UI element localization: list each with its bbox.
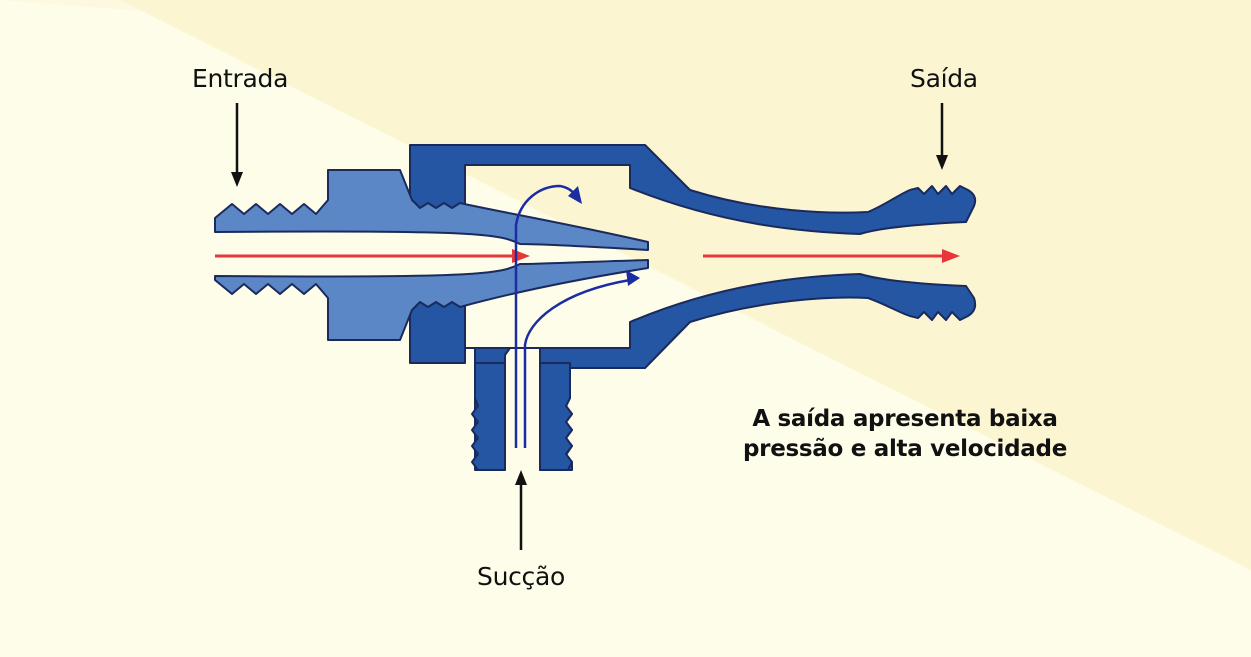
- suction-flow-arrowhead-top: [568, 186, 582, 204]
- nozzle-upper: [214, 169, 649, 251]
- suction-flow-line-right: [523, 278, 631, 448]
- suction-port-right-wall: [539, 362, 573, 471]
- suction-label: Sucção: [477, 562, 566, 591]
- inlet-pointer-arrowhead: [231, 172, 243, 187]
- outlet-note: A saída apresenta baixa pressão e alta v…: [735, 404, 1075, 464]
- suction-port-left-wall: [471, 362, 506, 471]
- inlet-flow-arrowhead: [512, 249, 530, 263]
- background-diagonal-band: [120, 0, 1251, 570]
- outlet-pointer-arrowhead: [936, 155, 948, 170]
- outlet-flow-arrowhead: [942, 249, 960, 263]
- inlet-label: Entrada: [192, 64, 289, 93]
- nozzle-lower: [214, 259, 649, 341]
- housing-upper-wall: [409, 144, 977, 235]
- outlet-note-line-1: A saída apresenta baixa: [752, 406, 1058, 432]
- suction-pointer-arrowhead: [515, 470, 527, 485]
- suction-flow-arrowhead-right: [626, 270, 640, 286]
- suction-flow-line-left: [514, 184, 578, 448]
- outlet-note-line-2: pressão e alta velocidade: [743, 436, 1067, 462]
- outlet-label: Saída: [910, 64, 978, 93]
